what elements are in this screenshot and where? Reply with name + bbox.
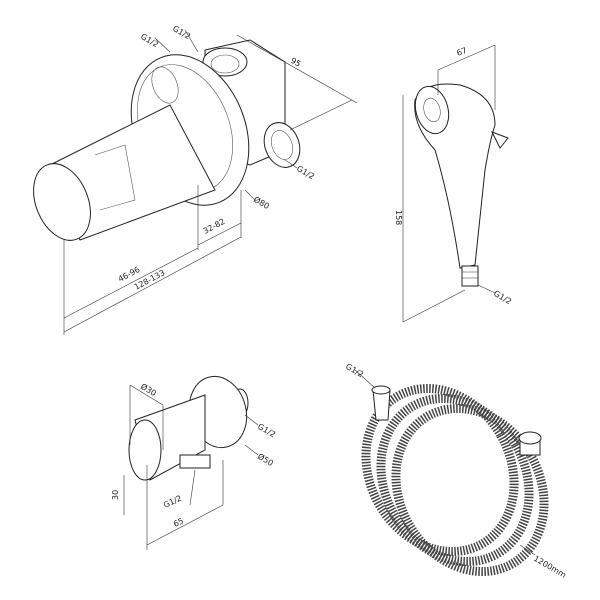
outlet-depth-label: 65 [172,516,185,528]
hose-drawing: G1/2 1200mm [344,362,568,580]
mixer-flange-range-label: 32-82 [202,217,227,236]
outlet-diameter-label: Ø30 [139,381,158,398]
hand-shower-drawing: 67 158 G1/2 [394,44,513,323]
hose-length-label: 1200mm [532,554,568,580]
outlet-flange-diameter-label: Ø50 [256,451,275,468]
mixer-inlet-left-label: G1/2 [139,32,160,49]
shower-thread-label: G1/2 [492,289,513,306]
shower-width-label: 67 [455,46,468,58]
outlet-height-label: 30 [111,490,120,500]
outlet-back-thread-label: G1/2 [256,422,277,439]
wall-outlet-drawing: Ø30 G1/2 Ø50 30 G1/2 65 [111,375,277,550]
mixer-depth-label: 95 [289,56,302,69]
outlet-bottom-thread-label: G1/2 [162,494,183,510]
mixer-inlet-right-label: G1/2 [171,24,192,41]
hose-thread-label: G1/2 [344,362,365,379]
concealed-mixer-drawing: 95 G1/2 G1/2 G1/2 Ø80 32-82 46-96 128-13… [33,24,358,335]
shower-height-label: 158 [394,210,403,225]
mixer-outlet-label: G1/2 [295,164,316,181]
mixer-flange-diameter-label: Ø80 [252,194,271,211]
